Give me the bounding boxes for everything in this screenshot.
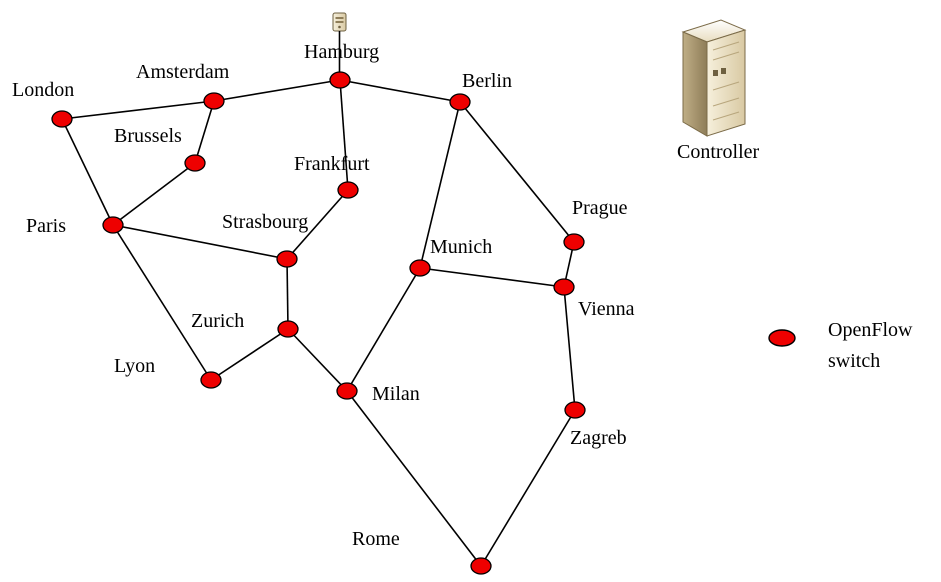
legend-label-line2: switch <box>828 350 880 372</box>
link-vienna-zagreb <box>563 286 576 411</box>
label-frankfurt: Frankfurt <box>294 153 370 175</box>
link-london-paris <box>61 118 114 226</box>
link-hamburg-frankfurt <box>339 79 349 191</box>
switch-hamburg <box>329 71 351 89</box>
switch-munich <box>409 259 431 277</box>
link-zurich-milan <box>287 328 348 392</box>
label-zurich: Zurich <box>191 310 244 332</box>
link-munich-milan <box>346 267 421 392</box>
label-hamburg: Hamburg <box>304 41 379 63</box>
legend-label-line1: OpenFlow <box>828 319 913 341</box>
label-brussels: Brussels <box>114 125 182 147</box>
switches-layer <box>51 71 586 575</box>
link-paris-lyon <box>112 224 212 381</box>
link-amsterdam-brussels <box>194 100 215 164</box>
switch-vienna <box>553 278 575 296</box>
switch-berlin <box>449 93 471 111</box>
switch-milan <box>336 382 358 400</box>
switch-prague <box>563 233 585 251</box>
label-berlin: Berlin <box>462 70 512 92</box>
link-zurich-lyon <box>210 328 289 381</box>
switch-london <box>51 110 73 128</box>
switch-strasbourg <box>276 250 298 268</box>
link-paris-strasbourg <box>112 224 288 260</box>
switch-frankfurt <box>337 181 359 199</box>
link-munich-vienna <box>419 267 565 288</box>
switch-paris <box>102 216 124 234</box>
link-zagreb-rome <box>480 409 576 567</box>
switch-brussels <box>184 154 206 172</box>
link-london-amsterdam <box>61 100 215 120</box>
link-berlin-munich <box>419 101 461 269</box>
controller-server-icon <box>681 19 747 137</box>
label-rome: Rome <box>352 528 400 550</box>
label-london: London <box>12 79 74 101</box>
label-lyon: Lyon <box>114 355 155 377</box>
label-paris: Paris <box>26 215 66 237</box>
link-hamburg-berlin <box>339 79 461 103</box>
controller-link-icon <box>332 12 347 32</box>
legend-switch-symbol <box>768 329 796 347</box>
label-vienna: Vienna <box>578 298 635 320</box>
switch-lyon <box>200 371 222 389</box>
link-strasbourg-zurich <box>286 258 289 330</box>
link-frankfurt-strasbourg <box>286 189 349 260</box>
label-amsterdam: Amsterdam <box>136 61 230 83</box>
link-berlin-prague <box>459 101 575 243</box>
label-zagreb: Zagreb <box>570 427 627 449</box>
links-layer <box>61 79 576 567</box>
legend: OpenFlow switch <box>768 319 913 372</box>
link-milan-rome <box>346 390 482 567</box>
label-munich: Munich <box>430 236 492 258</box>
switch-zurich <box>277 320 299 338</box>
switch-amsterdam <box>203 92 225 110</box>
label-milan: Milan <box>372 383 420 405</box>
switch-zagreb <box>564 401 586 419</box>
label-prague: Prague <box>572 197 628 219</box>
controller-label: Controller <box>677 141 760 163</box>
link-amsterdam-hamburg <box>213 79 341 102</box>
link-brussels-paris <box>112 162 196 226</box>
label-strasbourg: Strasbourg <box>222 211 308 233</box>
switch-rome <box>470 557 492 575</box>
